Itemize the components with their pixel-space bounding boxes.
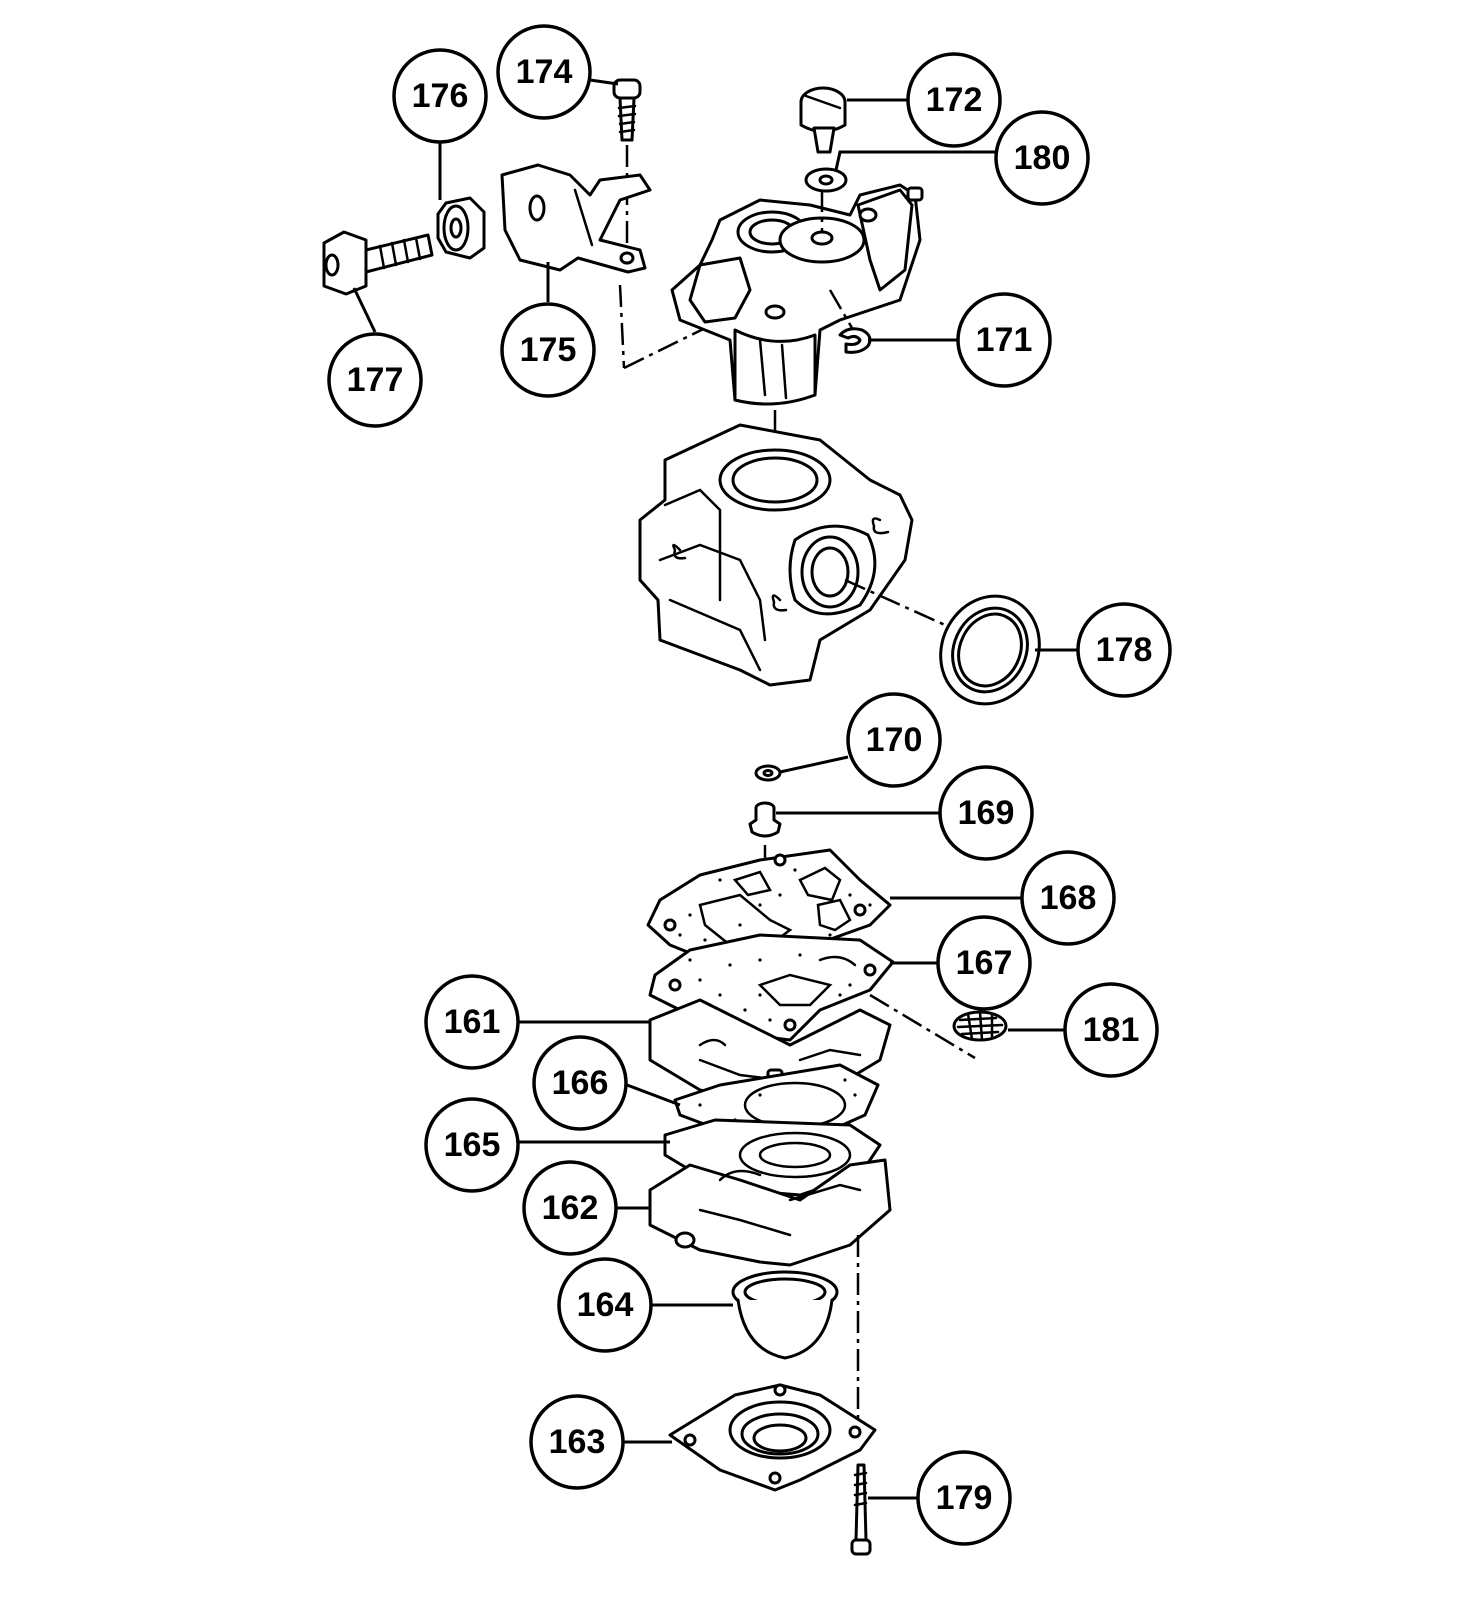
gasket-168-part (646, 848, 892, 977)
e-clip-171-part (828, 289, 872, 354)
callout-167[interactable]: 167 (936, 915, 1032, 1011)
callout-175[interactable]: 175 (500, 302, 596, 398)
callout-168[interactable]: 168 (1020, 850, 1116, 946)
callout-177[interactable]: 177 (327, 332, 423, 428)
leader-lines (352, 78, 1078, 1500)
callout-label: 177 (347, 361, 404, 399)
callout-163[interactable]: 163 (529, 1394, 625, 1490)
callout-172[interactable]: 172 (906, 52, 1002, 148)
callout-164[interactable]: 164 (557, 1257, 653, 1353)
carburetor-housing-part (638, 423, 946, 687)
callout-166[interactable]: 166 (532, 1035, 628, 1131)
callout-165[interactable]: 165 (424, 1097, 520, 1193)
screw-174-part (612, 78, 642, 250)
callout-176[interactable]: 176 (392, 48, 488, 144)
callout-label: 168 (1040, 879, 1097, 917)
callout-label: 164 (577, 1286, 634, 1324)
callout-label: 165 (444, 1126, 501, 1164)
callout-label: 172 (926, 81, 983, 119)
callout-label: 163 (549, 1423, 606, 1461)
callout-181[interactable]: 181 (1063, 982, 1159, 1078)
filter-screen-181-part (952, 1010, 1008, 1042)
washer-180-part (804, 167, 848, 193)
throttle-body-part (670, 183, 924, 520)
callout-label: 180 (1014, 139, 1071, 177)
callout-162[interactable]: 162 (522, 1160, 618, 1256)
callout-label: 174 (516, 53, 573, 91)
fitting-177-part (322, 230, 434, 296)
callout-label: 162 (542, 1189, 599, 1227)
callout-label: 169 (958, 794, 1015, 832)
callout-171[interactable]: 171 (956, 292, 1052, 388)
nut-176-part (436, 196, 486, 260)
primer-bulb-164-part (731, 1270, 839, 1360)
callout-label: 166 (552, 1064, 609, 1102)
callout-174[interactable]: 174 (496, 24, 592, 120)
callout-label: 161 (444, 1003, 501, 1041)
callout-178[interactable]: 178 (1076, 602, 1172, 698)
callout-label: 178 (1096, 631, 1153, 669)
seal-ring-178-part (939, 594, 1041, 706)
callout-170[interactable]: 170 (846, 692, 942, 788)
callout-161[interactable]: 161 (424, 974, 520, 1070)
callout-label: 181 (1083, 1011, 1140, 1049)
callout-label: 179 (936, 1479, 993, 1517)
callout-179[interactable]: 179 (916, 1450, 1012, 1546)
screw-179-part (850, 1463, 872, 1556)
callout-169[interactable]: 169 (938, 765, 1034, 861)
callout-label: 170 (866, 721, 923, 759)
callout-label: 175 (520, 331, 577, 369)
washer-170-part (754, 764, 782, 782)
callout-label: 167 (956, 944, 1013, 982)
metering-body-162-part (648, 1158, 892, 1420)
callout-180[interactable]: 180 (994, 110, 1090, 206)
callout-label: 171 (976, 321, 1033, 359)
primer-cover-163-part (668, 1383, 877, 1492)
plug-169-part (748, 801, 782, 910)
adjusting-screw-172-part (799, 86, 847, 154)
callout-label: 176 (412, 77, 469, 115)
